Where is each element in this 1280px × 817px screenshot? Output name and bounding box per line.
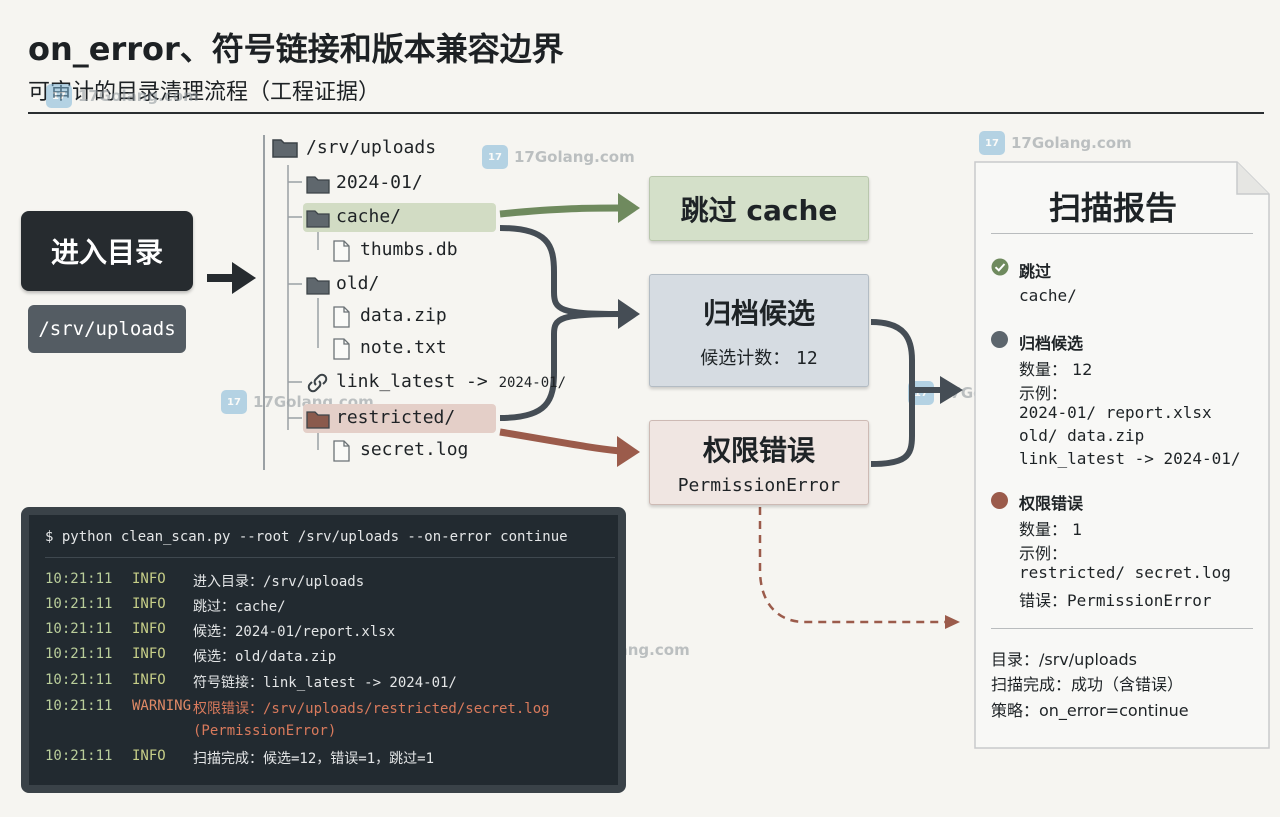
report-footer-line: 扫描完成：成功（含错误） — [991, 675, 1184, 694]
archive-label: 归档候选 — [702, 296, 815, 330]
report-footer-line: 目录：/srv/uploads — [991, 650, 1137, 669]
report-error-heading: 权限错误 — [1019, 494, 1084, 513]
archive-arrow — [499, 225, 621, 317]
tree-item-label: link_latest -> 2024-01/ — [336, 371, 566, 392]
file-icon — [333, 338, 350, 360]
skip-label: 跳过 cache — [680, 193, 838, 227]
folder-icon — [306, 176, 330, 194]
skip-arrow — [499, 204, 623, 218]
tree-item-label: cache/ — [336, 206, 402, 227]
log-level: WARNING — [132, 698, 192, 714]
enter-directory-path: /srv/uploads — [28, 305, 186, 353]
tree-root-label: /srv/uploads — [306, 137, 437, 158]
skip-cache-box: 跳过 cache — [649, 176, 869, 241]
terminal-command: $ python clean_scan.py --root /srv/uploa… — [45, 529, 568, 545]
report-arrow — [870, 319, 915, 467]
error-arrow — [499, 428, 621, 455]
terminal-panel: $ python clean_scan.py --root /srv/uploa… — [21, 507, 626, 793]
permission-error-label: 权限错误 — [702, 434, 815, 467]
scan-report-card: 扫描报告 跳过 cache/ 归档候选 数量： 12 示例： 2024-01/ … — [973, 160, 1271, 750]
log-level: INFO — [132, 596, 166, 612]
symlink-name: link_latest — [336, 371, 456, 392]
log-message-continued: (PermissionError) — [193, 723, 337, 739]
report-archive-example: 2024-01/ report.xlsx — [1019, 403, 1212, 422]
folder-icon — [306, 210, 330, 228]
title-divider — [28, 112, 1264, 114]
file-icon — [333, 440, 350, 462]
symlink-arrow: -> — [455, 371, 499, 392]
tree-item-label: note.txt — [360, 337, 447, 358]
log-message: 符号链接：link_latest -> 2024-01/ — [193, 675, 457, 691]
check-circle-icon — [991, 258, 1009, 276]
log-message: 进入目录：/srv/uploads — [193, 574, 365, 590]
log-message: 权限错误：/srv/uploads/restricted/secret.log — [193, 701, 550, 717]
report-title: 扫描报告 — [1048, 189, 1177, 227]
report-error-line: 错误：PermissionError — [1019, 591, 1212, 610]
file-icon — [333, 240, 350, 262]
permission-error-detail: PermissionError — [677, 475, 841, 496]
restricted-highlight — [303, 404, 496, 433]
archive-dot-icon — [991, 331, 1008, 348]
log-time: 10:21:11 — [45, 672, 113, 688]
permission-error-box: 权限错误 PermissionError — [649, 420, 869, 505]
tree-item-label: old/ — [336, 273, 380, 294]
report-paper — [974, 161, 1270, 749]
file-icon — [333, 306, 350, 328]
report-title-rule — [991, 233, 1253, 234]
log-level: INFO — [132, 571, 166, 587]
log-time: 10:21:11 — [45, 596, 113, 612]
report-footer-line: 策略：on_error=continue — [991, 701, 1189, 720]
report-archive-count: 数量： 12 — [1019, 360, 1093, 379]
log-level: INFO — [132, 646, 166, 662]
log-level: INFO — [132, 748, 166, 764]
folder-icon — [306, 411, 330, 429]
report-skip-heading: 跳过 — [1019, 262, 1052, 281]
report-error-count: 数量： 1 — [1019, 520, 1083, 539]
tree-item-label: 2024-01/ — [336, 172, 423, 193]
report-error-examples-label: 示例： — [1019, 544, 1068, 563]
folder-icon — [272, 139, 298, 158]
page-title: on_error、符号链接和版本兼容边界 — [28, 30, 564, 68]
report-archive-heading: 归档候选 — [1019, 334, 1084, 353]
report-skip-value: cache/ — [1019, 286, 1077, 305]
log-time: 10:21:11 — [45, 646, 113, 662]
error-dot-icon — [991, 492, 1008, 509]
log-message: 候选：old/data.zip — [193, 649, 337, 665]
report-archive-example: old/ data.zip — [1019, 426, 1145, 445]
archive-count-line: 候选计数： 12 — [700, 344, 817, 370]
symlink-target: 2024-01/ — [498, 375, 567, 391]
log-message: 跳过：cache/ — [193, 599, 286, 615]
terminal-divider — [45, 557, 615, 558]
archive-count-label: 候选计数： — [700, 347, 791, 369]
cache-highlight — [303, 203, 496, 232]
tree-item-label: data.zip — [360, 305, 447, 326]
report-archive-example: link_latest -> 2024-01/ — [1019, 449, 1241, 468]
error-dashed-arrow — [758, 507, 945, 624]
log-message: 候选：2024-01/report.xlsx — [193, 624, 396, 640]
symlink-icon — [307, 373, 328, 393]
entry-arrow-head — [232, 262, 256, 294]
log-time: 10:21:11 — [45, 621, 113, 637]
log-message: 扫描完成：候选=12，错误=1，跳过=1 — [193, 751, 435, 767]
page-subtitle: 可审计的目录清理流程（工程证据） — [28, 80, 381, 105]
log-time: 10:21:11 — [45, 748, 113, 764]
report-error-example: restricted/ secret.log — [1019, 563, 1231, 582]
archive-count: 12 — [796, 347, 818, 369]
report-footer-rule — [991, 628, 1253, 629]
archive-candidates-box: 归档候选 候选计数： 12 — [649, 274, 869, 387]
folder-icon — [306, 277, 330, 295]
log-time: 10:21:11 — [45, 698, 113, 714]
tree-item-label: thumbs.db — [360, 239, 458, 260]
tree-item-label: restricted/ — [336, 407, 456, 428]
log-time: 10:21:11 — [45, 571, 113, 587]
log-level: INFO — [132, 672, 166, 688]
tree-item-label: secret.log — [360, 439, 469, 460]
enter-directory-box: 进入目录 — [21, 211, 193, 291]
report-archive-examples-label: 示例： — [1019, 384, 1068, 403]
log-level: INFO — [132, 621, 166, 637]
